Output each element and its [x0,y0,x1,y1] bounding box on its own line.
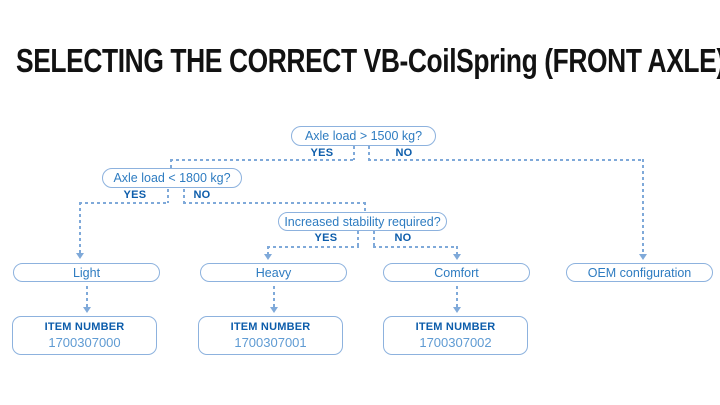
connector-line [267,246,359,248]
item-number-value: 1700307002 [419,335,492,350]
connector-line [273,286,275,307]
connector-line [642,159,644,253]
arrow-down-icon [453,307,461,313]
outcome-box-comfort: Comfort [383,263,530,282]
connector-line [170,159,172,169]
connector-line [170,159,354,161]
connector-line [373,231,375,247]
no-label: NO [193,189,211,201]
arrow-down-icon [76,253,84,259]
connector-line [353,146,355,160]
arrow-down-icon [639,254,647,260]
connector-line [267,246,269,254]
connector-line [79,202,169,204]
outcome-box-heavy: Heavy [200,263,347,282]
connector-line [456,286,458,307]
connector-line [368,159,643,161]
yes-label: YES [310,147,334,159]
connector-line [183,189,185,203]
connector-line [373,246,458,248]
item-number-box-light: ITEM NUMBER 1700307000 [12,316,157,355]
arrow-down-icon [270,307,278,313]
outcome-box-oem-configuration: OEM configuration [566,263,713,282]
decision-box-increased-stability: Increased stability required? [278,212,447,231]
connector-line [456,246,458,254]
item-number-box-comfort: ITEM NUMBER 1700307002 [383,316,528,355]
decision-question: Increased stability required? [284,214,441,229]
connector-line [183,202,365,204]
item-number-value: 1700307001 [234,335,307,350]
arrow-down-icon [264,254,272,260]
connector-line [357,231,359,247]
connector-line [86,286,88,307]
connector-line [368,146,370,160]
outcome-label: Light [72,265,101,280]
item-number-label: ITEM NUMBER [415,321,496,333]
no-label: NO [395,147,413,159]
decision-question: Axle load > 1500 kg? [304,129,423,143]
decision-box-axle-load-1800: Axle load < 1800 kg? [102,168,242,188]
outcome-label: OEM configuration [587,265,692,280]
item-number-box-heavy: ITEM NUMBER 1700307001 [198,316,343,355]
decision-question: Axle load < 1800 kg? [113,171,231,185]
no-label: NO [394,232,412,244]
yes-label: YES [314,232,338,244]
item-number-label: ITEM NUMBER [230,321,311,333]
connector-line [167,189,169,203]
decision-box-axle-load-1500: Axle load > 1500 kg? [291,126,436,146]
connector-line [364,202,366,212]
arrow-down-icon [453,254,461,260]
outcome-label: Heavy [255,265,292,280]
item-number-value: 1700307000 [48,335,121,350]
outcome-label: Comfort [434,265,479,280]
yes-label: YES [123,189,147,201]
item-number-label: ITEM NUMBER [44,321,125,333]
page-title: SELECTING THE CORRECT VB-CoilSpring (FRO… [16,42,720,79]
connector-line [79,202,81,253]
arrow-down-icon [83,307,91,313]
outcome-box-light: Light [13,263,160,282]
